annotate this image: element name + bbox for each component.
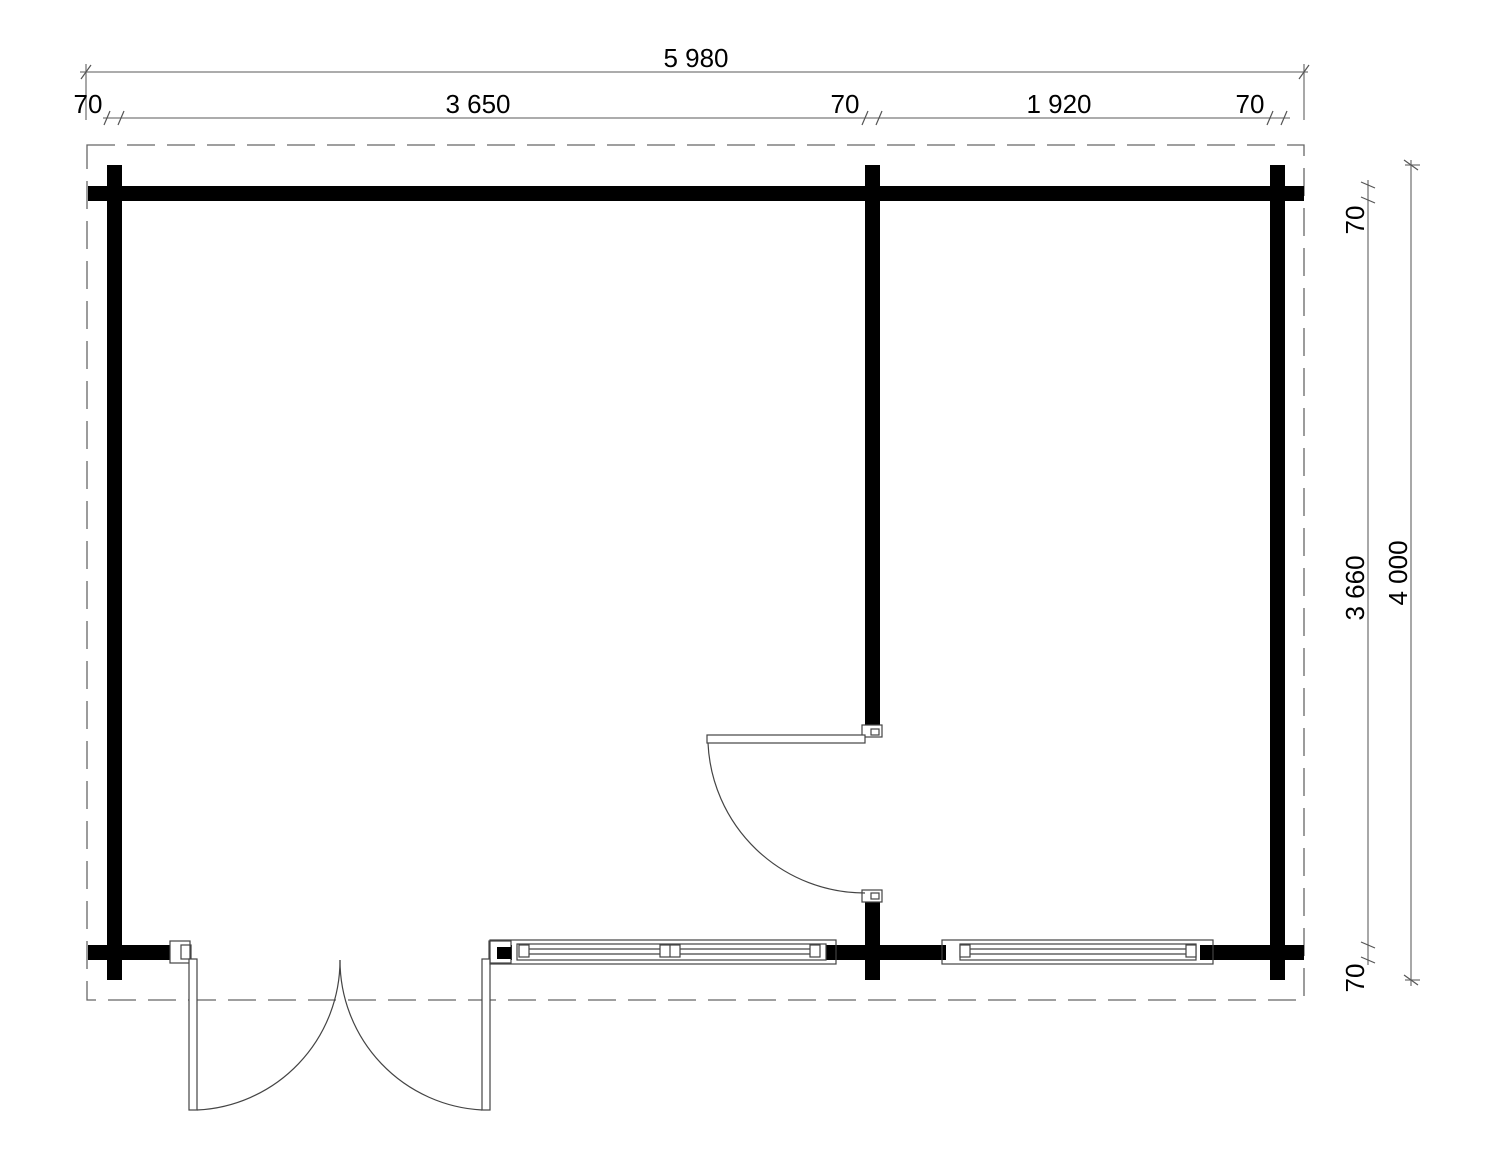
- roof-overhang-outline: [86, 144, 1305, 1001]
- right-wall: [1270, 165, 1285, 980]
- double-door: [169, 940, 512, 1111]
- dim-overall-depth: 4 000: [1383, 540, 1413, 605]
- bottom-wall-right: [1200, 945, 1304, 960]
- overall-width-label: 5 980: [663, 43, 728, 73]
- bottom-wall-middle: [826, 945, 946, 960]
- dim-bottom-wall: 70: [1340, 964, 1370, 993]
- walls: [88, 165, 1304, 980]
- window-single: [941, 939, 1214, 965]
- overall-width-dimension: 5 980: [80, 43, 1310, 120]
- interior-door: [706, 724, 883, 903]
- dim-left-wall: 70: [74, 89, 103, 119]
- dim-interior-depth: 3 660: [1340, 555, 1370, 620]
- depth-dimensions: 70 3 660 70 4 000: [1340, 159, 1420, 993]
- dim-top-wall: 70: [1340, 206, 1370, 235]
- partition-wall-upper: [865, 165, 880, 728]
- dim-right-wall: 70: [1236, 89, 1265, 119]
- dim-room-2-width: 1 920: [1026, 89, 1091, 119]
- left-wall: [107, 165, 122, 980]
- dim-partition-wall: 70: [831, 89, 860, 119]
- window-double: [489, 939, 837, 965]
- top-wall: [88, 186, 1304, 201]
- segment-width-dimensions: 70 3 650 70 1 920 70: [74, 89, 1290, 126]
- bottom-wall-left: [88, 945, 181, 960]
- dim-room-1-width: 3 650: [445, 89, 510, 119]
- partition-wall-lower: [865, 898, 880, 980]
